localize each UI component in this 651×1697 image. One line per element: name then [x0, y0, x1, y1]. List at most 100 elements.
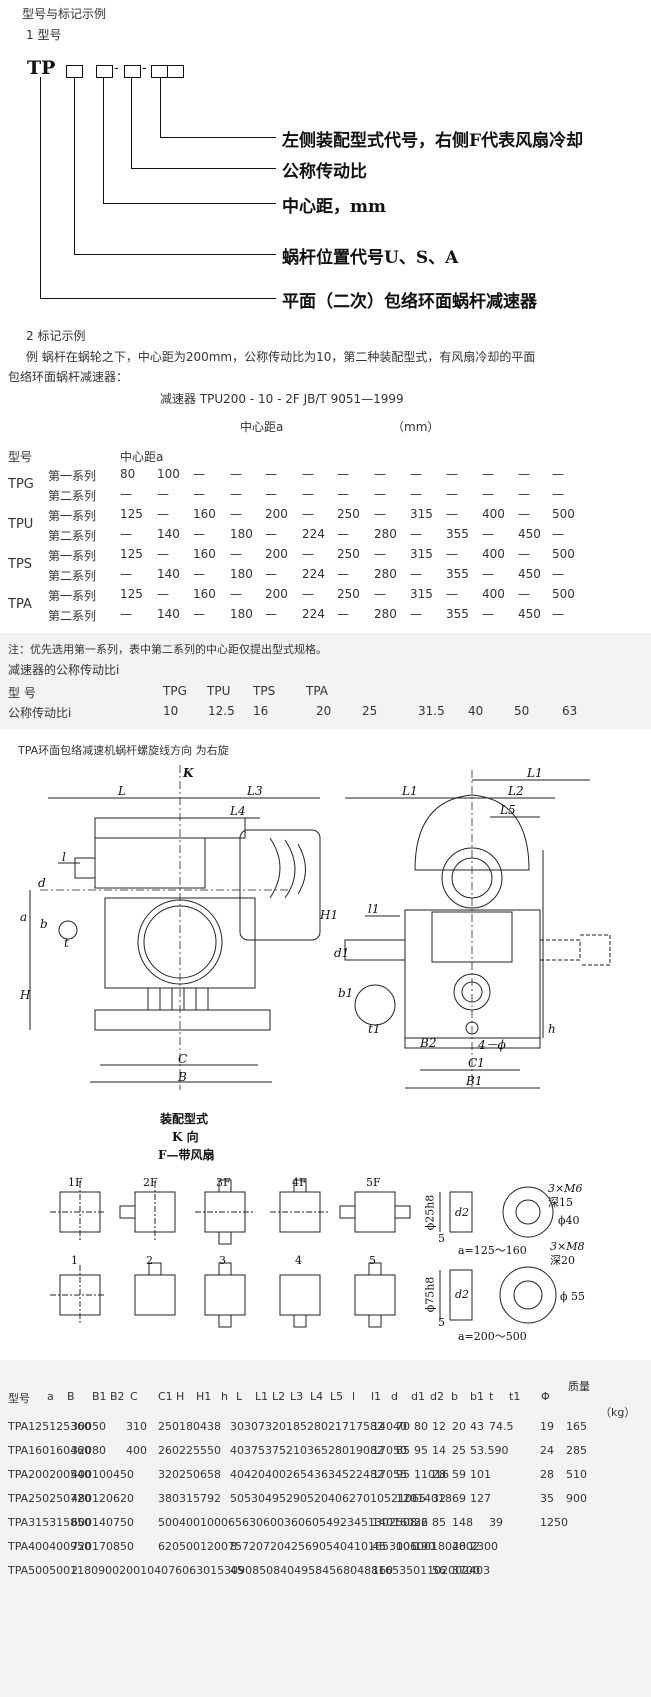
center-distance-cell: — [374, 507, 386, 521]
spec-cell: 320250658 [158, 1468, 221, 1481]
center-distance-cell: 160 [193, 507, 216, 521]
ratio-header-label: 型 号 [8, 686, 36, 700]
callout-assembly-code: 左侧装配型式代号，右侧F代表风扇冷却 [282, 131, 584, 151]
dim-L2: L2 [508, 784, 524, 798]
spec-cell: 165 [566, 1420, 587, 1433]
center-distance-cell: — [193, 467, 205, 481]
ratio-model-tps: TPS [253, 684, 276, 698]
spigot2-dia: ϕ75h8 [423, 1276, 437, 1313]
spec-cell: 250180438 [158, 1420, 221, 1433]
dim-l1: l1 [368, 902, 380, 916]
spec-cell: 4037537521036528019082 [230, 1444, 384, 1457]
spec-header: b [451, 1390, 458, 1403]
spec-header: L3 [290, 1390, 304, 1403]
model-tpg: TPG [8, 477, 34, 492]
ratio-value: 40 [468, 704, 484, 718]
model-tpa: TPA [8, 597, 32, 612]
assembly-type-4: 4 [295, 1254, 302, 1267]
spec-cell: 14040 [372, 1420, 407, 1433]
center-distance-cell: — [446, 547, 458, 561]
spec-cell: 310 [126, 1420, 147, 1433]
ratio-title: 减速器的公称传动比i [8, 663, 120, 677]
spec-cell: TPA400400950 [8, 1540, 92, 1553]
center-distance-cell: — [157, 507, 169, 521]
spec-cell: 69 [452, 1492, 466, 1505]
center-distance-cell: 180 [230, 567, 253, 581]
dim-L5: L5 [500, 803, 516, 817]
center-distance-cell: 280 [374, 607, 397, 621]
spec-cell: 32 [432, 1492, 446, 1505]
marking-text-line1: 例 蜗杆在蜗轮之下，中心距为200mm，公称传动比为10，第二种装配型式，有风扇… [26, 350, 536, 364]
assembly-title: 装配型式 [160, 1112, 209, 1126]
center-distance-cell: 500 [552, 587, 575, 601]
center-distance-cell: 500 [552, 507, 575, 521]
spec-cell: 2300 [470, 1540, 498, 1553]
center-distance-cell: 224 [302, 607, 325, 621]
series-label: 第一系列 [48, 549, 97, 563]
dim-l: l [62, 850, 66, 864]
spec-cell: 25 [452, 1444, 466, 1457]
center-distance-cell: 450 [518, 567, 541, 581]
center-distance-cell: — [302, 547, 314, 561]
header-center-distance: 中心距a [120, 450, 164, 464]
center-distance-cell: — [302, 487, 314, 501]
spigot1-d2: d2 [455, 1206, 470, 1219]
spec-cell: 17050 [372, 1444, 407, 1457]
spec-header: 质量 [568, 1380, 590, 1393]
spec-cell: 35 [540, 1492, 554, 1505]
spec-cell: 43 [470, 1420, 484, 1433]
assembly-type-3f: 3F [216, 1176, 231, 1189]
center-distance-cell: 315 [410, 507, 433, 521]
center-distance-cell: 200 [265, 547, 288, 561]
center-distance-cell: — [157, 487, 169, 501]
spec-cell: 6205001200757207204256905404101653001001… [158, 1540, 480, 1553]
spec-cell: TPA5005001180900200104076063015309085084… [8, 1564, 491, 1577]
code-box-3 [124, 65, 141, 78]
spec-cell: 3700 [452, 1564, 480, 1577]
center-distance-cell: — [374, 487, 386, 501]
callout-reducer-type: 平面（二次）包络环面蜗杆减速器 [282, 292, 537, 312]
spec-header: 型号 [8, 1392, 30, 1405]
center-distance-caption: 中心距a [240, 420, 284, 434]
spec-cell: TPA250250720 [8, 1492, 92, 1505]
spec-header: L [236, 1390, 243, 1403]
spec-cell: 720170850 [71, 1540, 134, 1553]
center-distance-cell: — [193, 487, 205, 501]
spec-cell: 127 [470, 1492, 491, 1505]
spigot1-range: a=125～160 [458, 1244, 527, 1257]
center-distance-cell: — [265, 527, 277, 541]
center-distance-cell: 160 [193, 547, 216, 561]
center-distance-cell: — [302, 587, 314, 601]
spec-cell: 190 [414, 1540, 435, 1553]
spec-cell: 24 [540, 1444, 554, 1457]
spec-cell: 14016022 [372, 1516, 428, 1529]
center-distance-cell: — [265, 467, 277, 481]
spigot2-d2: d2 [455, 1288, 470, 1301]
center-distance-cell: 355 [446, 527, 469, 541]
center-distance-cell: 125 [120, 587, 143, 601]
assembly-type-4f: 4F [292, 1176, 307, 1189]
ratio-value: 50 [514, 704, 530, 718]
spec-header: H [176, 1390, 185, 1403]
spec-header: Φ [541, 1390, 550, 1403]
assembly-type-2: 2 [146, 1254, 153, 1267]
spec-cell: 260225550 [158, 1444, 221, 1457]
center-distance-cell: 180 [230, 607, 253, 621]
dim-B2: B2 [420, 1036, 437, 1050]
dim-L1-top: L1 [527, 766, 543, 780]
dim-C: C [178, 1052, 188, 1066]
marking-example: 减速器 TPU200 - 10 - 2F JB/T 9051—1999 [160, 392, 404, 406]
center-distance-cell: 315 [410, 547, 433, 561]
assembly-type-3: 3 [219, 1254, 226, 1267]
spec-cell: 5004001000656306003606054923451302508 [158, 1516, 417, 1529]
center-distance-cell: 200 [265, 507, 288, 521]
ratio-value-label: 公称传动比i [8, 706, 72, 720]
header-model: 型号 [8, 450, 33, 464]
ratio-value: 20 [316, 704, 332, 718]
center-distance-cell: — [482, 607, 494, 621]
center-distance-cell: — [230, 487, 242, 501]
spec-cell: 5053049529052040627010521065 [230, 1492, 426, 1505]
dim-L: L [118, 784, 126, 798]
spigot1-five: 5 [438, 1232, 445, 1245]
spec-cell: TPA315315850 [8, 1516, 92, 1529]
